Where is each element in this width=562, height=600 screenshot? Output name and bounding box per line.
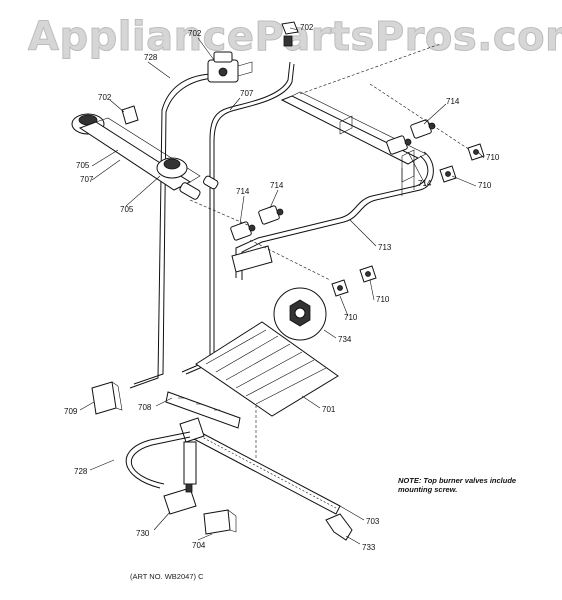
callout-705-lower: 705 <box>120 205 134 214</box>
callout-734: 734 <box>338 335 352 344</box>
watermark-logo: AppliancePartsPros.com <box>27 14 562 61</box>
callout-707-left: 707 <box>80 175 94 184</box>
clip-733 <box>325 513 353 541</box>
note-text: NOTE: Top burner valves include mounting… <box>398 476 517 494</box>
igniter-head-705 <box>156 157 188 179</box>
callout-710-b: 710 <box>478 181 492 190</box>
callout-733: 733 <box>362 543 376 552</box>
orifice-702-top <box>281 21 299 47</box>
callout-714-d: 714 <box>270 181 284 190</box>
oven-valve-730 <box>163 483 197 515</box>
callout-710-d: 710 <box>344 313 358 322</box>
callout-708: 708 <box>138 403 152 412</box>
callout-713: 713 <box>378 243 392 252</box>
regulator-702 <box>207 51 253 83</box>
orifice-hood-710-b <box>439 165 457 183</box>
gas-tube-728-lower <box>125 431 191 489</box>
burner-tube-703 <box>179 417 341 515</box>
callout-702-regulator: 702 <box>188 29 202 38</box>
burner-valve-714-a <box>410 119 436 139</box>
art-number: (ART NO. WB2047) C <box>130 572 204 581</box>
callout-714-b: 714 <box>418 179 432 188</box>
callout-710-a: 710 <box>486 153 500 162</box>
callout-707-top: 707 <box>240 89 254 98</box>
callout-728-top: 728 <box>144 53 158 62</box>
gas-tube-728 <box>129 73 215 389</box>
callout-714-a: 714 <box>446 97 460 106</box>
callout-703: 703 <box>366 517 380 526</box>
callout-730: 730 <box>136 529 150 538</box>
manifold-tube-713 <box>231 151 434 280</box>
bracket-704 <box>203 509 237 535</box>
igniter-bar-705 <box>78 117 201 191</box>
valve-709 <box>91 381 123 415</box>
manifold-pipe <box>280 91 427 196</box>
burner-valve-714-d <box>258 205 284 225</box>
orifice-hood-710-c <box>359 265 377 283</box>
bake-burner-701 <box>195 321 339 417</box>
gas-tube-707 <box>181 61 295 375</box>
burner-valve-714-b <box>386 135 412 155</box>
callout-714-c: 714 <box>236 187 250 196</box>
orifice-spud-734 <box>273 287 327 341</box>
callout-709: 709 <box>64 407 78 416</box>
burner-valve-714-c <box>230 221 256 241</box>
callout-705-left: 705 <box>76 161 90 170</box>
callout-728-lower: 728 <box>74 467 88 476</box>
callout-701: 701 <box>322 405 336 414</box>
callout-704: 704 <box>192 541 206 550</box>
clip-702 <box>121 105 139 125</box>
electrode-705 <box>179 175 219 200</box>
orifice-hood-710-d <box>331 279 349 297</box>
callout-710-c: 710 <box>376 295 390 304</box>
callout-702-clip: 702 <box>98 93 112 102</box>
leader-lines <box>79 27 485 545</box>
bracket-708 <box>165 391 241 429</box>
callout-702-orifice: 702 <box>300 23 314 32</box>
orifice-hood-710-a <box>467 143 485 161</box>
